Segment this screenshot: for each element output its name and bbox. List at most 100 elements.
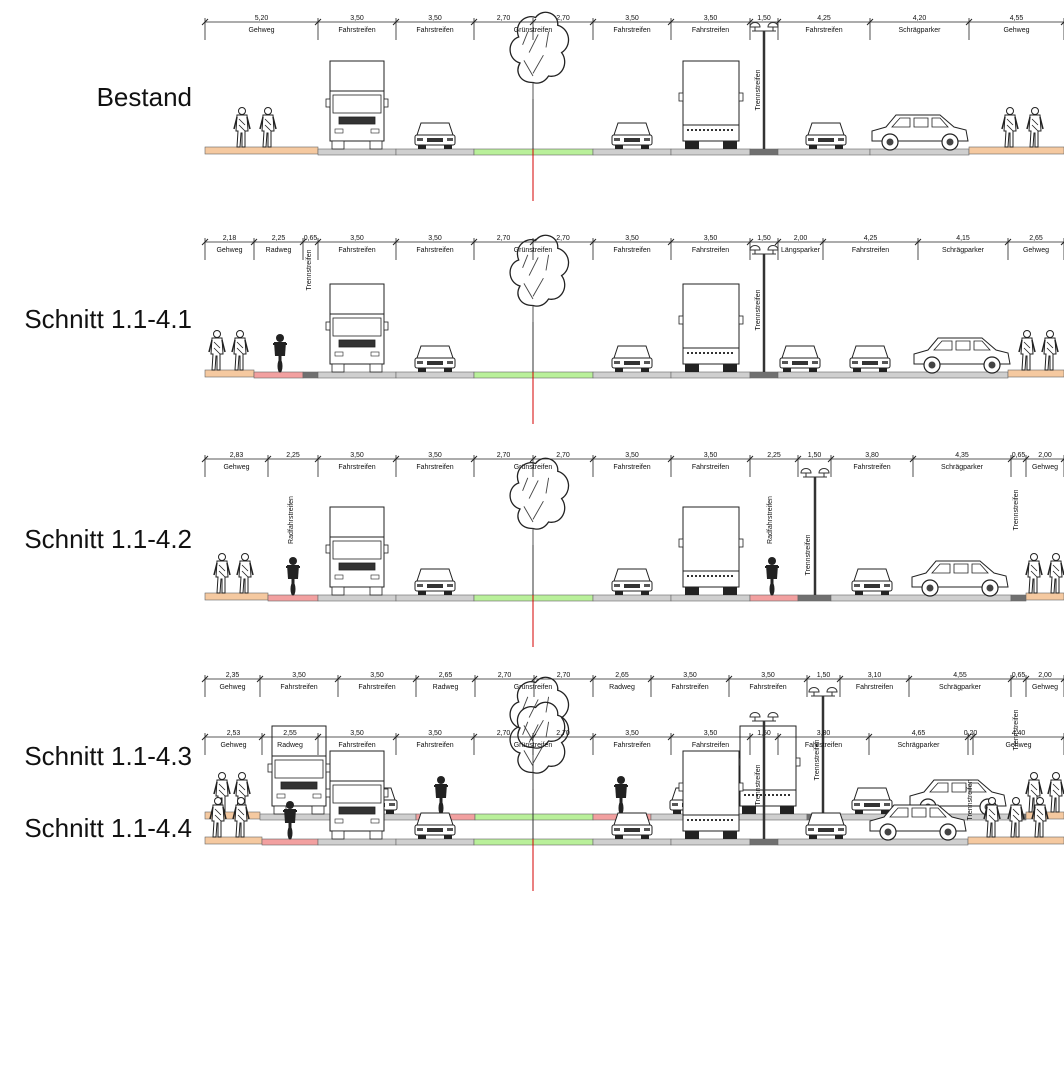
dimension-value: 4,25 <box>864 235 878 242</box>
car-front-icon <box>611 122 653 150</box>
dimension-value: 2,35 <box>226 672 240 679</box>
dimension-label: Gehweg <box>1005 742 1031 749</box>
dimension-label: Schrägparker <box>942 247 985 254</box>
pedestrian-icon <box>1001 106 1019 148</box>
dimension-label: Schrägparker <box>939 684 982 691</box>
dimension-value: 0,65 <box>1012 672 1026 679</box>
truck-rear-icon <box>735 725 801 815</box>
section-title: Schnitt 1.1-4.4 <box>24 813 192 843</box>
dimension-label: Fahrstreifen <box>749 684 786 691</box>
dimension-mark <box>746 18 754 26</box>
dimension-mark <box>392 733 400 741</box>
car-front-icon <box>805 812 847 840</box>
dimension-mark <box>819 238 827 246</box>
dimension-value: 3,50 <box>625 15 639 22</box>
dimension-mark <box>334 675 342 683</box>
surface-fahrbahn <box>592 594 672 602</box>
dimension-value: 3,50 <box>683 672 697 679</box>
dimension-label: Fahrstreifen <box>416 247 453 254</box>
dimension-mark <box>314 455 322 463</box>
dimension-mark <box>866 18 874 26</box>
surface-fahrbahn <box>592 148 672 156</box>
cyclist-icon <box>763 555 781 597</box>
dimension-mark <box>470 733 478 741</box>
dimension-mark <box>1007 455 1015 463</box>
dimension-label: Fahrstreifen <box>692 742 729 749</box>
surface-trenn <box>749 148 779 156</box>
dimension-mark <box>746 238 754 246</box>
dimension-value: 2,00 <box>794 235 808 242</box>
dimension-label: Schrägparker <box>941 464 984 471</box>
dimension-mark <box>836 675 844 683</box>
dimension-value: 3,50 <box>428 452 442 459</box>
dimension-label: Fahrstreifen <box>856 684 893 691</box>
surface-fahrbahn <box>592 838 672 846</box>
pedestrian-icon <box>232 796 250 838</box>
dimension-mark <box>589 733 597 741</box>
truck-front-icon <box>325 283 389 373</box>
dimension-mark <box>725 675 733 683</box>
dimension-value: 3,50 <box>704 730 718 737</box>
dimension-label: Fahrstreifen <box>338 464 375 471</box>
dimension-label: Fahrstreifen <box>692 464 729 471</box>
dimension-mark <box>1060 736 1064 741</box>
dimension-mark <box>746 455 754 463</box>
section-title: Bestand <box>97 82 192 112</box>
dimension-value: 2,70 <box>497 235 511 242</box>
cyclist-icon <box>271 332 289 374</box>
dimension-mark <box>969 733 977 741</box>
surface-fahrbahn <box>777 148 871 156</box>
dimension-label: Gehweg <box>1003 27 1029 34</box>
dimension-value: 3,50 <box>625 452 639 459</box>
car-front-icon <box>414 122 456 150</box>
cyclist-icon <box>432 774 450 816</box>
dimension-mark <box>201 18 209 26</box>
dimension-mark <box>470 18 478 26</box>
dimension-mark <box>909 455 917 463</box>
car-front-icon <box>805 122 847 150</box>
dimension-value: 2,70 <box>497 452 511 459</box>
dimension-label: Radweg <box>433 684 459 691</box>
dimension-mark <box>314 238 322 246</box>
truck-rear-icon <box>678 283 744 373</box>
vertical-strip-label: Trennstreifen <box>755 289 762 330</box>
vertical-strip-label: Trennstreifen <box>814 739 821 780</box>
dimension-value: 0,65 <box>304 235 318 242</box>
tree-icon <box>509 234 570 372</box>
vertical-strip-label: Trennstreifen <box>805 534 812 575</box>
car-side-icon <box>871 114 969 151</box>
truck-front-icon <box>325 506 389 596</box>
dimension-label: Gehweg <box>1032 464 1058 471</box>
dimension-label: Fahrstreifen <box>671 684 708 691</box>
cross-section-5: Schnitt 1.1-4.42,53Gehweg2,55Radweg3,50F… <box>24 701 1064 891</box>
pedestrian-icon <box>1007 796 1025 838</box>
surface-fahrbahn <box>670 148 751 156</box>
vertical-strip-label: Trennstreifen <box>755 764 762 805</box>
center-strip-label: Grünstreifen <box>514 27 553 34</box>
tree-icon <box>509 11 570 149</box>
dimension-mark <box>1022 455 1030 463</box>
surface-fahrbahn <box>869 148 970 156</box>
dimension-mark <box>964 733 972 741</box>
dimension-label: Fahrstreifen <box>280 684 317 691</box>
dimension-value: 1,50 <box>817 672 831 679</box>
dimension-mark <box>250 238 258 246</box>
dimension-value: 2,53 <box>227 730 241 737</box>
dimension-label: Fahrstreifen <box>416 742 453 749</box>
dimension-mark <box>1060 241 1064 246</box>
tree-icon <box>509 701 570 839</box>
dimension-value: 4,20 <box>913 15 927 22</box>
dimension-value: 2,70 <box>557 672 571 679</box>
vertical-strip-label: Radfahrstreifen <box>288 496 295 544</box>
surface-fahrbahn <box>317 838 397 846</box>
dimension-value: 3,50 <box>292 672 306 679</box>
surface-trenn <box>749 838 779 846</box>
vertical-strip-label: Radfahrstreifen <box>767 496 774 544</box>
center-strip-label: Grünstreifen <box>514 684 553 691</box>
dimension-value: 3,10 <box>868 672 882 679</box>
surface-fahrbahn <box>317 594 397 602</box>
dimension-label: Fahrstreifen <box>613 27 650 34</box>
dimension-mark <box>667 238 675 246</box>
dimension-value: 4,35 <box>955 452 969 459</box>
